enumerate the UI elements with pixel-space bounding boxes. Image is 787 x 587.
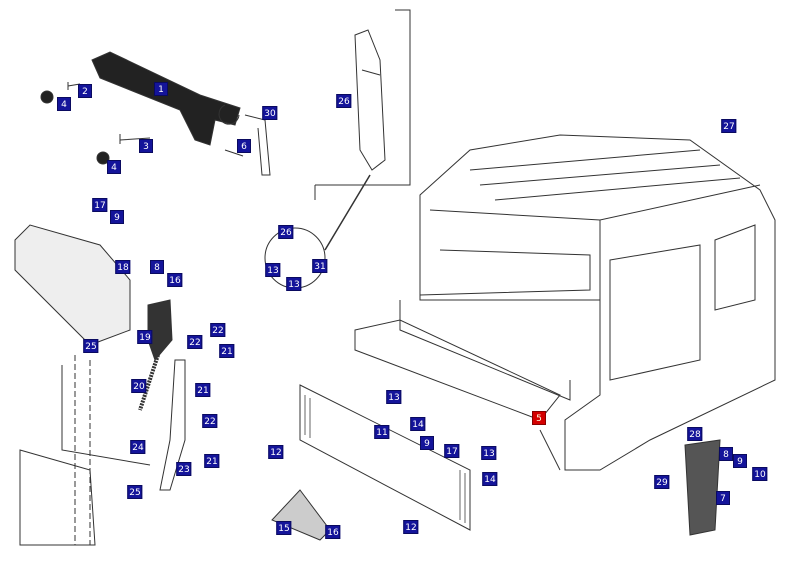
bolt-part-6 (224, 149, 244, 157)
part-callout-21[interactable]: 21 (195, 383, 211, 397)
bushing-part-4b (96, 151, 110, 165)
bracket-part-30 (218, 104, 271, 176)
bushing-part-4 (40, 90, 54, 104)
strut-part-26 (354, 29, 386, 171)
part-callout-12[interactable]: 12 (268, 445, 284, 459)
part-callout-7[interactable]: 7 (716, 491, 730, 505)
part-callout-31[interactable]: 31 (312, 259, 328, 273)
bracket-part-1 (91, 51, 241, 146)
part-callout-28[interactable]: 28 (687, 427, 703, 441)
part-callout-27[interactable]: 27 (721, 119, 737, 133)
part-callout-23[interactable]: 23 (176, 462, 192, 476)
part-callout-26[interactable]: 26 (336, 94, 352, 108)
grille-part-11 (299, 384, 471, 531)
part-callout-30[interactable]: 30 (262, 106, 278, 120)
bracket-frame (314, 9, 411, 200)
part-callout-11[interactable]: 11 (374, 425, 390, 439)
part-callout-9[interactable]: 9 (110, 210, 124, 224)
cab-body (419, 134, 776, 471)
part-callout-12[interactable]: 12 (403, 520, 419, 534)
link-part-23 (159, 359, 186, 491)
rod-part-24 (61, 365, 151, 466)
part-callout-13[interactable]: 13 (286, 277, 302, 291)
part-callout-24[interactable]: 24 (130, 440, 146, 454)
part-callout-5[interactable]: 5 (532, 411, 546, 425)
part-callout-9[interactable]: 9 (733, 454, 747, 468)
bolt-part-3 (119, 134, 151, 144)
part-callout-2[interactable]: 2 (78, 84, 92, 98)
spring-part-20 (138, 354, 160, 411)
part-callout-1[interactable]: 1 (154, 82, 168, 96)
step-panel (19, 449, 96, 546)
part-callout-8[interactable]: 8 (719, 447, 733, 461)
part-callout-19[interactable]: 19 (137, 330, 153, 344)
mudguard-part-28 (684, 439, 721, 536)
part-callout-29[interactable]: 29 (654, 475, 670, 489)
part-callout-13[interactable]: 13 (386, 390, 402, 404)
part-callout-22[interactable]: 22 (210, 323, 226, 337)
part-callout-18[interactable]: 18 (115, 260, 131, 274)
part-callout-4[interactable]: 4 (107, 160, 121, 174)
part-callout-22[interactable]: 22 (202, 414, 218, 428)
part-callout-6[interactable]: 6 (237, 139, 251, 153)
part-callout-17[interactable]: 17 (444, 444, 460, 458)
part-callout-25[interactable]: 25 (127, 485, 143, 499)
part-callout-21[interactable]: 21 (204, 454, 220, 468)
part-callout-13[interactable]: 13 (265, 263, 281, 277)
part-callout-14[interactable]: 14 (410, 417, 426, 431)
part-callout-3[interactable]: 3 (139, 139, 153, 153)
part-callout-16[interactable]: 16 (167, 273, 183, 287)
part-callout-15[interactable]: 15 (276, 521, 292, 535)
part-callout-22[interactable]: 22 (187, 335, 203, 349)
bumper (354, 319, 561, 421)
part-callout-13[interactable]: 13 (481, 446, 497, 460)
part-callout-4[interactable]: 4 (57, 97, 71, 111)
part-callout-17[interactable]: 17 (92, 198, 108, 212)
part-callout-20[interactable]: 20 (131, 379, 147, 393)
housing-part-18 (14, 224, 131, 346)
part-callout-26[interactable]: 26 (278, 225, 294, 239)
part-callout-25[interactable]: 25 (83, 339, 99, 353)
part-callout-9[interactable]: 9 (420, 436, 434, 450)
part-callout-16[interactable]: 16 (325, 525, 341, 539)
part-callout-10[interactable]: 10 (752, 467, 768, 481)
part-callout-8[interactable]: 8 (150, 260, 164, 274)
part-callout-14[interactable]: 14 (482, 472, 498, 486)
part-callout-21[interactable]: 21 (219, 344, 235, 358)
